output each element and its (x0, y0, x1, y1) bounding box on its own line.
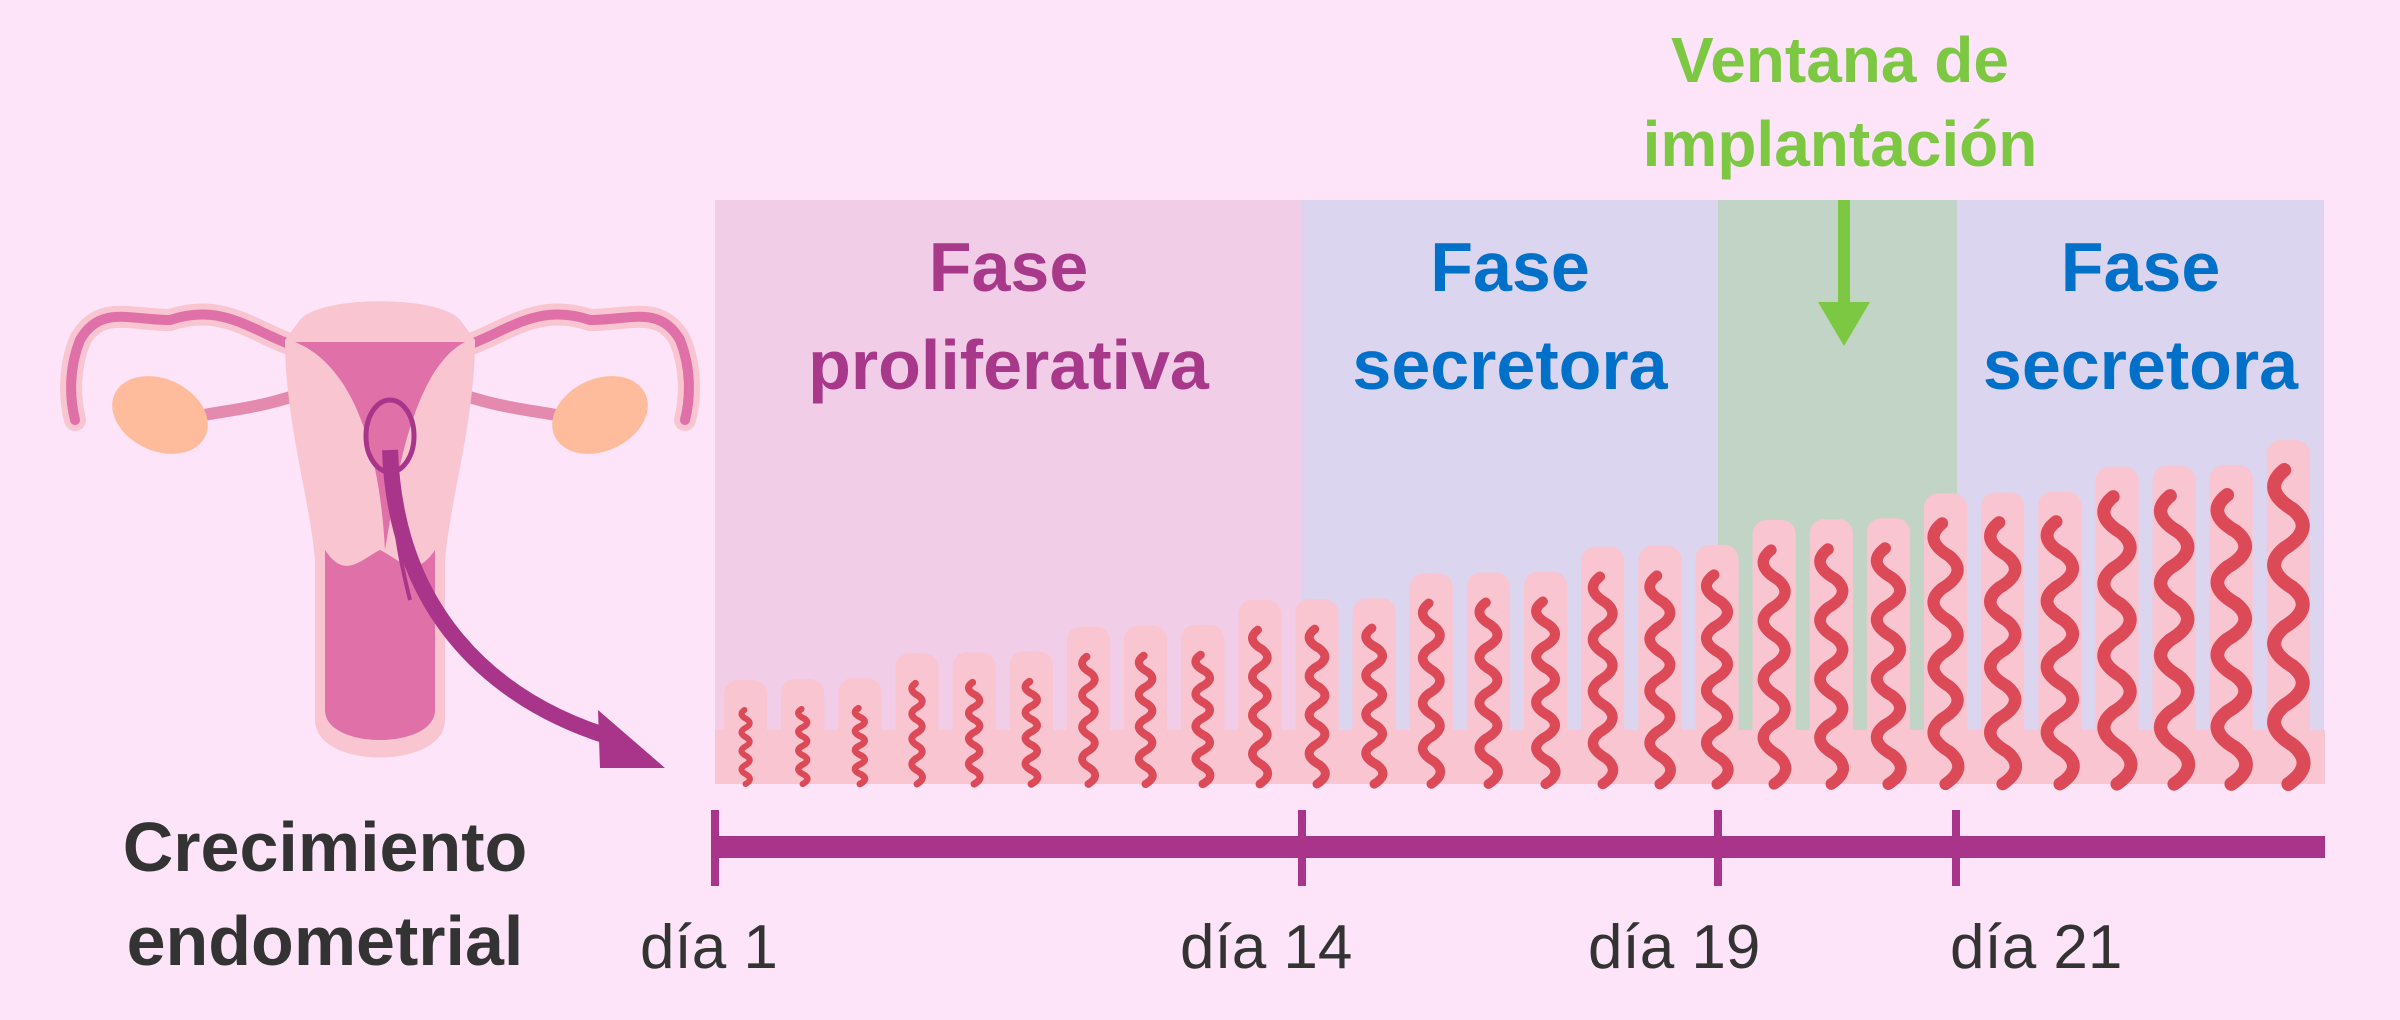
blood-vessel (1927, 517, 1965, 791)
secretory-phase-title-2: Fase secretora (1957, 218, 2324, 414)
tick-day-21 (1952, 810, 1960, 886)
blood-vessel (1304, 624, 1330, 789)
blood-vessel (2210, 488, 2253, 791)
endometrial-column (724, 680, 768, 784)
blood-vessel (1984, 516, 2023, 791)
caption-line2: endometrial (126, 902, 524, 980)
blood-vessel (1417, 598, 1446, 789)
endometrial-column (838, 678, 882, 784)
timeline-bar (715, 836, 2325, 858)
blood-vessel (2267, 463, 2311, 791)
proliferative-phase-title: Fase proliferativa (715, 218, 1302, 414)
phase-title-line2: secretora (1352, 326, 1668, 404)
blood-vessel (2154, 489, 2196, 791)
blood-vessel (1870, 542, 1907, 790)
blood-vessel (795, 705, 811, 788)
label-day-21: día 21 (1950, 913, 2123, 982)
blood-vessel (908, 679, 926, 788)
blood-vessel (1644, 570, 1676, 790)
phase-title-line1: Fase (928, 228, 1089, 306)
tick-day-1 (711, 810, 719, 886)
implantation-window-label: Ventana de implantación (1600, 18, 2080, 186)
window-label-line1: Ventana de (1671, 24, 2009, 96)
blood-vessel (1134, 651, 1157, 789)
endometrial-column (781, 679, 825, 784)
blood-vessel (1078, 652, 1099, 788)
tick-day-19 (1714, 810, 1722, 886)
blood-vessel (1814, 543, 1849, 790)
blood-vessel (1248, 625, 1273, 789)
phase-title-line2: proliferativa (808, 326, 1209, 404)
blood-vessel (1361, 623, 1388, 789)
blood-vessel (1474, 597, 1503, 789)
label-day-14: día 14 (1180, 913, 1353, 982)
phase-title-line1: Fase (1430, 228, 1590, 306)
zoom-arrow (382, 449, 665, 768)
blood-vessel (965, 678, 984, 788)
window-label-line2: implantación (1642, 108, 2038, 180)
left-ovary (112, 376, 208, 454)
uterine-cavity (295, 342, 465, 550)
blood-vessel (1587, 571, 1619, 790)
caption: Crecimiento endometrial (105, 800, 545, 988)
blood-vessel (2040, 515, 2080, 791)
blood-vessel (1701, 569, 1734, 790)
blood-vessel (1191, 650, 1215, 789)
label-day-1: día 1 (640, 913, 778, 982)
blood-vessel (2097, 490, 2138, 791)
phase-title-line2: secretora (1982, 326, 2299, 404)
blood-vessel (851, 704, 869, 788)
right-ovary (552, 376, 648, 454)
secretory-phase-title-1: Fase secretora (1302, 218, 1718, 414)
caption-line1: Crecimiento (122, 808, 528, 886)
blood-vessel (1021, 677, 1042, 788)
blood-vessel (738, 707, 753, 787)
label-day-19: día 19 (1588, 913, 1761, 982)
blood-vessel (1757, 544, 1792, 790)
arrow-down-icon (1818, 200, 1870, 346)
phase-title-line1: Fase (2060, 228, 2221, 306)
tick-day-14 (1298, 810, 1306, 886)
endometrial-column (1581, 546, 1625, 784)
blood-vessel (1531, 596, 1561, 790)
